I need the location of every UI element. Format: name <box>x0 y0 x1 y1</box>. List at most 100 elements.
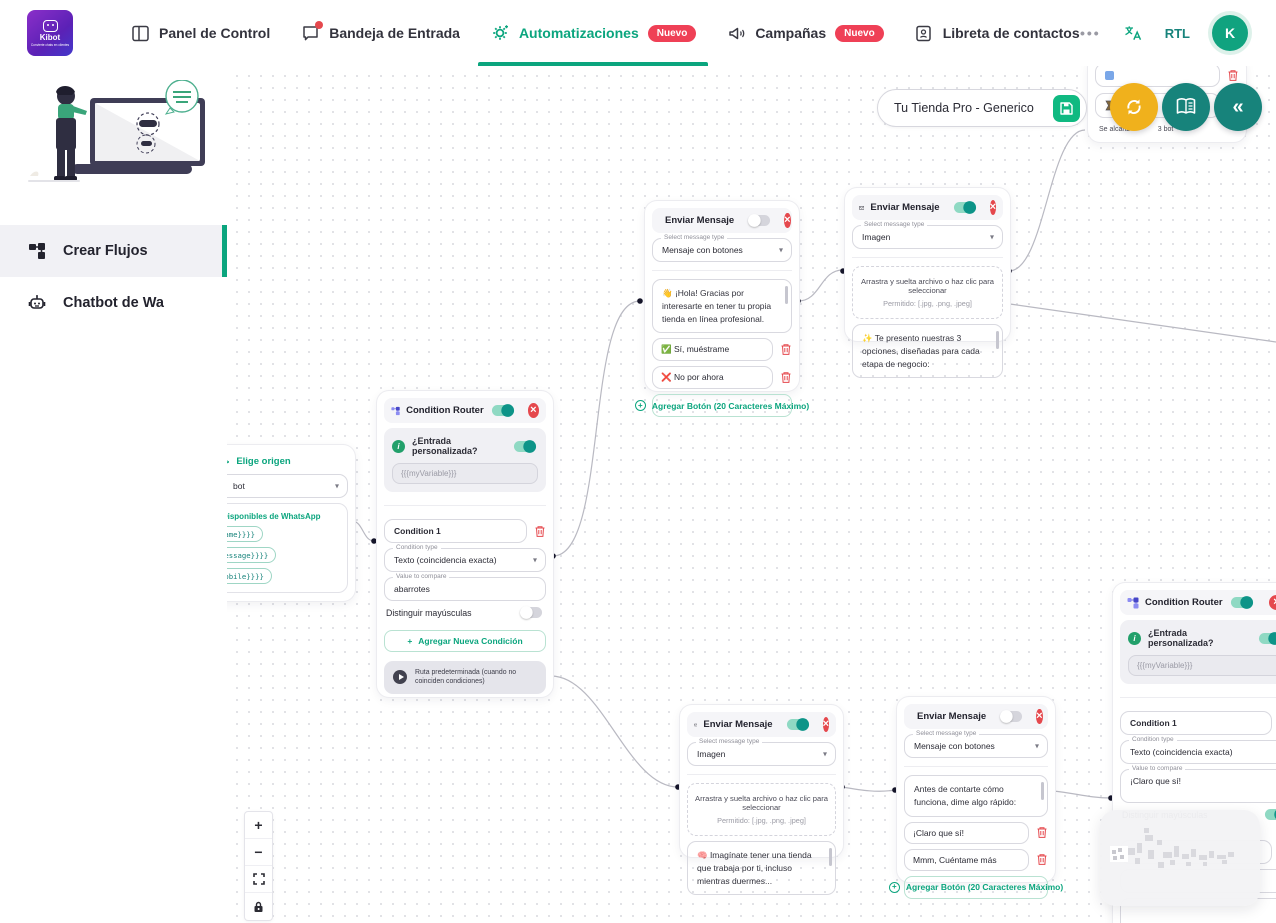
node-enabled-toggle[interactable] <box>748 214 771 227</box>
scrollbar-thumb[interactable] <box>1040 782 1044 800</box>
zoom-in-button[interactable]: + <box>245 812 272 839</box>
trash-icon[interactable] <box>1227 69 1239 82</box>
sync-button[interactable] <box>1110 83 1158 131</box>
file-dropzone[interactable]: Arrastra y suelta archivo o haz clic par… <box>687 783 836 836</box>
message-textarea[interactable]: ✨ Te presento nuestras 3 opciones, diseñ… <box>852 324 1003 379</box>
trash-icon[interactable] <box>1036 853 1048 866</box>
connection-handle[interactable] <box>371 538 377 544</box>
case-sensitive-label: Distinguir mayúsculas <box>386 607 472 618</box>
message-textarea[interactable]: 🧠 Imagínate tener una tienda que trabaja… <box>687 841 836 896</box>
delete-node-button[interactable]: × <box>989 200 996 215</box>
sidebar-item-label: Crear Flujos <box>63 243 148 259</box>
file-dropzone[interactable]: Arrastra y suelta archivo o haz clic par… <box>852 266 1003 319</box>
scrollbar-thumb[interactable] <box>995 331 999 349</box>
node-title: Condition Router <box>1145 597 1223 608</box>
node-condition-router[interactable]: Condition Router × i ¿Entrada personaliz… <box>377 391 553 697</box>
delete-node-button[interactable]: × <box>1036 709 1043 724</box>
default-route-box[interactable]: Ruta predeterminada (cuando no coinciden… <box>384 661 546 694</box>
condition-name-input[interactable]: Condition 1 <box>1120 711 1272 735</box>
nav-item-bandeja-de-entrada[interactable]: Bandeja de Entrada <box>300 0 460 66</box>
delete-node-button[interactable]: × <box>1269 595 1276 610</box>
message-type-select[interactable]: Select message type Mensaje con botones … <box>904 730 1048 758</box>
custom-input-toggle[interactable] <box>1258 631 1276 645</box>
node-enviar-mensaje-opciones[interactable]: Enviar Mensaje × Select message type Ima… <box>845 188 1010 379</box>
message-type-select[interactable]: Select message type Mensaje con botones … <box>652 234 792 262</box>
delete-node-button[interactable]: × <box>527 403 539 418</box>
case-sensitive-toggle[interactable] <box>1264 808 1276 821</box>
nav-item-automatizaciones[interactable]: Automatizaciones Nuevo <box>477 0 709 66</box>
node-enabled-toggle[interactable] <box>953 201 976 214</box>
collapse-panel-button[interactable]: « <box>1214 83 1262 131</box>
add-button-button[interactable]: + Agregar Botón (20 Caracteres Máximo) <box>634 394 809 418</box>
connection-handle[interactable] <box>840 268 846 274</box>
variable-input[interactable]: {{{myVariable}}} <box>392 463 538 484</box>
quick-reply-button[interactable]: ¡Claro que sí! <box>904 821 1029 844</box>
node-enabled-toggle[interactable] <box>491 404 514 417</box>
connection-handle[interactable] <box>892 787 898 793</box>
trash-icon[interactable] <box>1036 826 1048 839</box>
condition-type-select[interactable]: Condition type Texto (coincidencia exact… <box>1120 736 1276 764</box>
quick-reply-button[interactable]: Mmm, Cuéntame más <box>904 848 1029 871</box>
nav-item-libreta-de-contactos[interactable]: Libreta de contactos <box>914 0 1080 66</box>
more-menu-button[interactable]: ••• <box>1080 25 1101 41</box>
sidebar-item-chatbot-de-wa[interactable]: Chatbot de Wa <box>0 277 227 329</box>
save-flow-button[interactable] <box>1053 94 1080 122</box>
sidebar-item-crear-flujos[interactable]: Crear Flujos <box>0 225 227 277</box>
delete-node-button[interactable]: × <box>784 213 791 228</box>
quick-reply-button[interactable]: ❌ No por ahora <box>652 366 773 390</box>
message-textarea[interactable]: Antes de contarte cómo funciona, dime al… <box>904 775 1048 817</box>
node-enabled-toggle[interactable] <box>1000 710 1023 723</box>
flow-name-input[interactable] <box>894 101 1042 115</box>
scrollbar-thumb[interactable] <box>828 848 832 866</box>
variable-chip[interactable]: {{{{senderMobile}}}} <box>227 568 272 584</box>
add-condition-button[interactable]: + Agregar Nueva Condición <box>384 630 546 652</box>
node-enabled-toggle[interactable] <box>786 718 809 731</box>
cut-select-field[interactable] <box>1095 66 1220 87</box>
rtl-toggle[interactable]: RTL <box>1164 25 1190 41</box>
quick-reply-button[interactable]: ✅ Sí, muéstrame <box>652 338 773 362</box>
message-textarea[interactable]: 👋 ¡Hola! Gracias por interesarte en tene… <box>652 279 792 334</box>
message-type-select[interactable]: Select message type Imagen ▾ <box>687 738 836 766</box>
user-avatar[interactable]: K <box>1212 15 1248 51</box>
connection-handle[interactable] <box>675 784 681 790</box>
case-sensitive-toggle[interactable] <box>519 606 543 619</box>
connection-handle[interactable] <box>637 298 643 304</box>
lock-button[interactable] <box>245 893 272 920</box>
trash-icon[interactable] <box>780 371 792 384</box>
node-header: Enviar Mensaje × <box>687 712 836 737</box>
zoom-out-button[interactable]: − <box>245 839 272 866</box>
value-to-compare-input[interactable]: Value to compare abarrotes <box>384 573 546 601</box>
node-enviar-mensaje-bienvenida[interactable]: Enviar Mensaje × Select message type Men… <box>634 201 809 418</box>
message-type-select[interactable]: Select message type Imagen ▾ <box>852 221 1003 249</box>
variable-chip[interactable]: {{{{senderMessage}}}} <box>227 547 277 563</box>
delete-node-button[interactable]: × <box>822 717 829 732</box>
translate-icon[interactable] <box>1123 23 1143 43</box>
docs-button[interactable] <box>1162 83 1210 131</box>
field-label: Select message type <box>696 738 763 745</box>
nav-item-panel-de-control[interactable]: Panel de Control <box>130 0 270 66</box>
trash-icon[interactable] <box>534 525 546 538</box>
kibot-logo[interactable]: Kibot Convierte chats en clientes <box>27 10 73 56</box>
scrollbar-thumb[interactable] <box>784 286 788 304</box>
variable-input[interactable]: {{{myVariable}}} <box>1128 655 1276 676</box>
condition-type-select[interactable]: Condition type Texto (coincidencia exact… <box>384 544 546 572</box>
variable-chip[interactable]: {{{{senderName}}}} <box>227 526 264 542</box>
node-elige-origen[interactable]: < > Elige origen bot ▾ Variables Disponi… <box>227 445 355 601</box>
custom-input-toggle[interactable] <box>513 439 537 453</box>
nav-item-campanas[interactable]: Campañas Nuevo <box>726 0 884 66</box>
node-enabled-toggle[interactable] <box>1230 596 1253 609</box>
node-header: Enviar Mensaje × <box>652 208 792 233</box>
value-to-compare-input[interactable]: Value to compare ¡Claro que sí! <box>1120 765 1276 803</box>
node-enviar-mensaje-tienda[interactable]: Enviar Mensaje × Select message type Ima… <box>680 705 843 896</box>
add-button-button[interactable]: + Agregar Botón (20 Caracteres Máximo) <box>888 875 1063 899</box>
node-enviar-mensaje-pregunta[interactable]: Enviar Mensaje × Select message type Men… <box>888 697 1063 899</box>
active-tab-underline <box>477 62 709 66</box>
condition-name-input[interactable]: Condition 1 <box>384 519 527 543</box>
connection-handle[interactable] <box>1108 795 1114 801</box>
fit-view-button[interactable] <box>245 866 272 893</box>
node-title: Condition Router <box>406 405 484 416</box>
flow-canvas[interactable]: Después Se alcanz 3 bot « <box>227 66 1276 923</box>
custom-input-panel: i ¿Entrada personalizada? {{{myVariable}… <box>1120 620 1276 684</box>
origin-source-select[interactable]: bot ▾ <box>227 474 348 498</box>
trash-icon[interactable] <box>780 343 792 356</box>
